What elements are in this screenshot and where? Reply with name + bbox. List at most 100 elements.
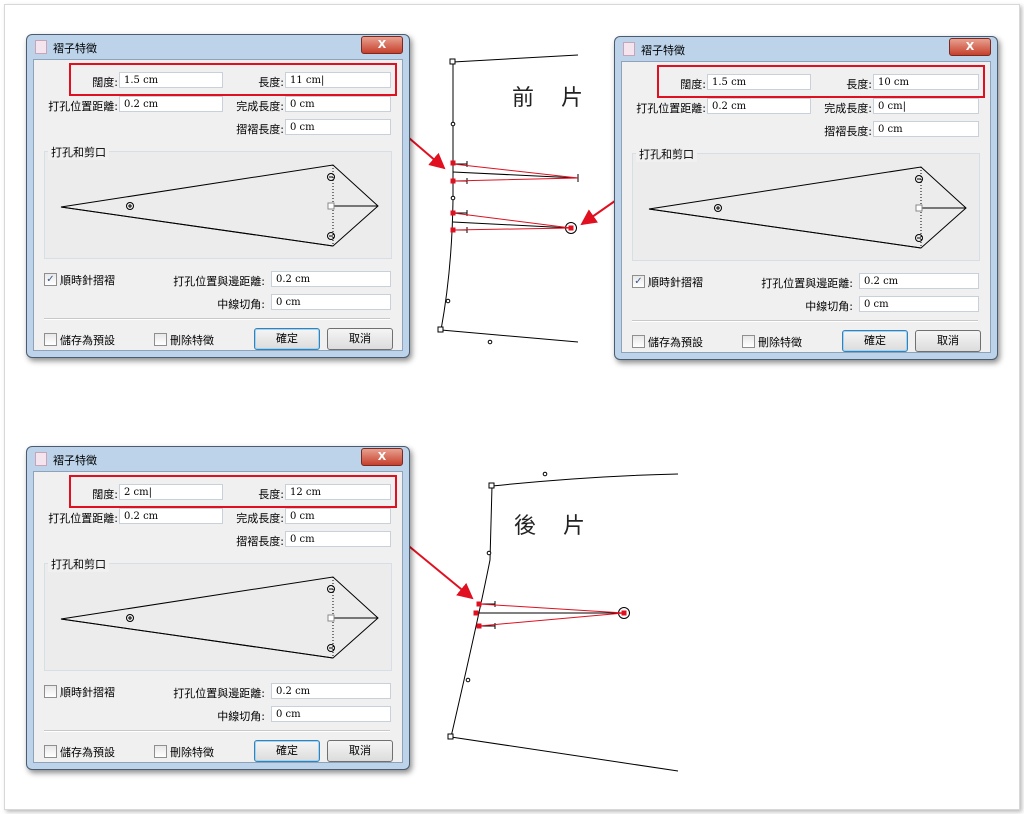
save-default-label: 儲存為預設 [60, 334, 115, 347]
title-bar[interactable]: 褶子特徵 X [615, 37, 997, 59]
dart-preview-diagram [648, 166, 967, 249]
width-input[interactable]: 1.5 cm [707, 74, 811, 90]
width-label: 闊度: [92, 488, 118, 501]
delete-feature-checkbox[interactable] [154, 333, 167, 346]
dialog-app-icon [35, 452, 47, 466]
width-label: 闊度: [92, 76, 118, 89]
punch-notch-group [44, 151, 392, 259]
fold-length-label: 摺褶長度: [236, 123, 284, 136]
separator [44, 318, 390, 320]
punch-notch-group-label: 打孔和剪口 [48, 144, 109, 160]
clockwise-fold-checkbox[interactable] [44, 685, 57, 698]
close-button[interactable]: X [361, 448, 403, 466]
finish-length-input[interactable]: 0 cm [285, 96, 391, 112]
separator [632, 320, 978, 322]
punch-notch-group-label: 打孔和剪口 [48, 556, 109, 572]
save-default-label: 儲存為預設 [60, 746, 115, 759]
clockwise-fold-label: 順時針摺褶 [60, 686, 115, 699]
punch-notch-group [44, 563, 392, 671]
save-default-checkbox[interactable] [44, 333, 57, 346]
punch-notch-group [632, 153, 980, 261]
dart-preview-diagram [60, 164, 379, 247]
highlight-box [657, 65, 985, 98]
highlight-box [69, 63, 397, 96]
save-default-checkbox[interactable] [44, 745, 57, 758]
center-cut-input[interactable]: 0 cm [859, 296, 979, 312]
width-input[interactable]: 1.5 cm [119, 72, 223, 88]
fold-length-input[interactable]: 0 cm [873, 121, 979, 137]
center-cut-input[interactable]: 0 cm [271, 706, 391, 722]
length-input[interactable]: 10 cm [873, 74, 979, 90]
finish-length-label: 完成長度: [824, 102, 872, 115]
dialog-app-icon [623, 42, 635, 56]
hole-distance-input[interactable]: 0.2 cm [707, 98, 811, 114]
title-bar[interactable]: 褶子特徵 X [27, 447, 409, 469]
delete-feature-label: 刪除特徵 [758, 336, 802, 349]
hole-distance-label: 打孔位置距離: [48, 100, 118, 113]
length-input[interactable]: 11 cm| [285, 72, 391, 88]
edge-distance-input[interactable]: 0.2 cm [271, 271, 391, 287]
finish-length-input[interactable]: 0 cm [285, 508, 391, 524]
fold-length-input[interactable]: 0 cm [285, 531, 391, 547]
center-cut-input[interactable]: 0 cm [271, 294, 391, 310]
hole-distance-label: 打孔位置距離: [48, 512, 118, 525]
front-piece-label: 前 片 [512, 86, 593, 111]
save-default-checkbox[interactable] [632, 335, 645, 348]
length-label: 長度: [258, 488, 284, 501]
hole-distance-input[interactable]: 0.2 cm [119, 96, 223, 112]
finish-length-label: 完成長度: [236, 512, 284, 525]
fold-length-input[interactable]: 0 cm [285, 119, 391, 135]
cancel-button[interactable]: 取消 [327, 740, 393, 762]
clockwise-fold-checkbox[interactable]: ✓ [632, 275, 645, 288]
fold-length-label: 摺褶長度: [824, 125, 872, 138]
dialog-title: 褶子特徵 [641, 44, 685, 57]
edge-distance-input[interactable]: 0.2 cm [859, 273, 979, 289]
dialog-app-icon [35, 40, 47, 54]
cancel-button[interactable]: 取消 [915, 330, 981, 352]
width-label: 闊度: [680, 78, 706, 91]
punch-notch-group-label: 打孔和剪口 [636, 146, 697, 162]
back-piece-label: 後 片 [514, 514, 595, 539]
cancel-button[interactable]: 取消 [327, 328, 393, 350]
dialog-title: 褶子特徵 [53, 454, 97, 467]
fold-length-label: 摺褶長度: [236, 535, 284, 548]
center-cut-label: 中線切角: [217, 298, 265, 311]
width-input[interactable]: 2 cm| [119, 484, 223, 500]
hole-distance-label: 打孔位置距離: [636, 102, 706, 115]
center-cut-label: 中線切角: [805, 300, 853, 313]
ok-button[interactable]: 確定 [254, 328, 320, 350]
edge-distance-label: 打孔位置與邊距離: [761, 277, 853, 290]
frame [4, 4, 1020, 810]
center-cut-label: 中線切角: [217, 710, 265, 723]
back-dart[interactable] [473, 601, 627, 629]
delete-feature-label: 刪除特徵 [170, 746, 214, 759]
highlight-box [69, 475, 397, 508]
front-piece[interactable] [437, 54, 579, 345]
front-darts[interactable] [450, 160, 579, 233]
ok-button[interactable]: 確定 [842, 330, 908, 352]
delete-feature-checkbox[interactable] [154, 745, 167, 758]
back-piece[interactable] [447, 471, 679, 772]
ok-button[interactable]: 確定 [254, 740, 320, 762]
length-input[interactable]: 12 cm [285, 484, 391, 500]
close-button[interactable]: X [949, 38, 991, 56]
hole-distance-input[interactable]: 0.2 cm [119, 508, 223, 524]
length-label: 長度: [258, 76, 284, 89]
clockwise-fold-checkbox[interactable]: ✓ [44, 273, 57, 286]
separator [44, 730, 390, 732]
finish-length-input[interactable]: 0 cm| [873, 98, 979, 114]
delete-feature-checkbox[interactable] [742, 335, 755, 348]
edge-distance-input[interactable]: 0.2 cm [271, 683, 391, 699]
clockwise-fold-label: 順時針摺褶 [648, 276, 703, 289]
edge-distance-label: 打孔位置與邊距離: [173, 275, 265, 288]
save-default-label: 儲存為預設 [648, 336, 703, 349]
close-button[interactable]: X [361, 36, 403, 54]
